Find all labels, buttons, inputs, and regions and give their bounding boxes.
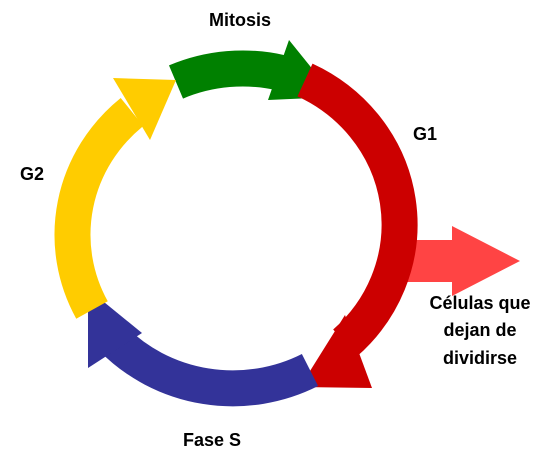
g2-label: G2 bbox=[20, 164, 44, 184]
g1-band bbox=[297, 63, 418, 357]
g2-band bbox=[54, 97, 144, 319]
fase-s-arrow bbox=[88, 289, 319, 407]
fase-s-arrowhead bbox=[88, 289, 142, 368]
fase-s-band bbox=[99, 325, 319, 407]
exit-arrow bbox=[405, 226, 520, 296]
g1-arrowhead bbox=[300, 315, 372, 388]
g2-arrow bbox=[54, 78, 176, 319]
exit-label-line-2: dejan de bbox=[443, 320, 516, 340]
g1-arrow bbox=[297, 63, 418, 388]
exit-label-line-3: dividirse bbox=[443, 348, 517, 368]
mitosis-label: Mitosis bbox=[209, 10, 271, 30]
mitosis-band bbox=[168, 50, 287, 99]
exit-label-line-1: Células que bbox=[429, 293, 530, 313]
fase-s-label: Fase S bbox=[183, 430, 241, 450]
g1-label: G1 bbox=[413, 124, 437, 144]
g2-arrowhead bbox=[113, 78, 176, 140]
